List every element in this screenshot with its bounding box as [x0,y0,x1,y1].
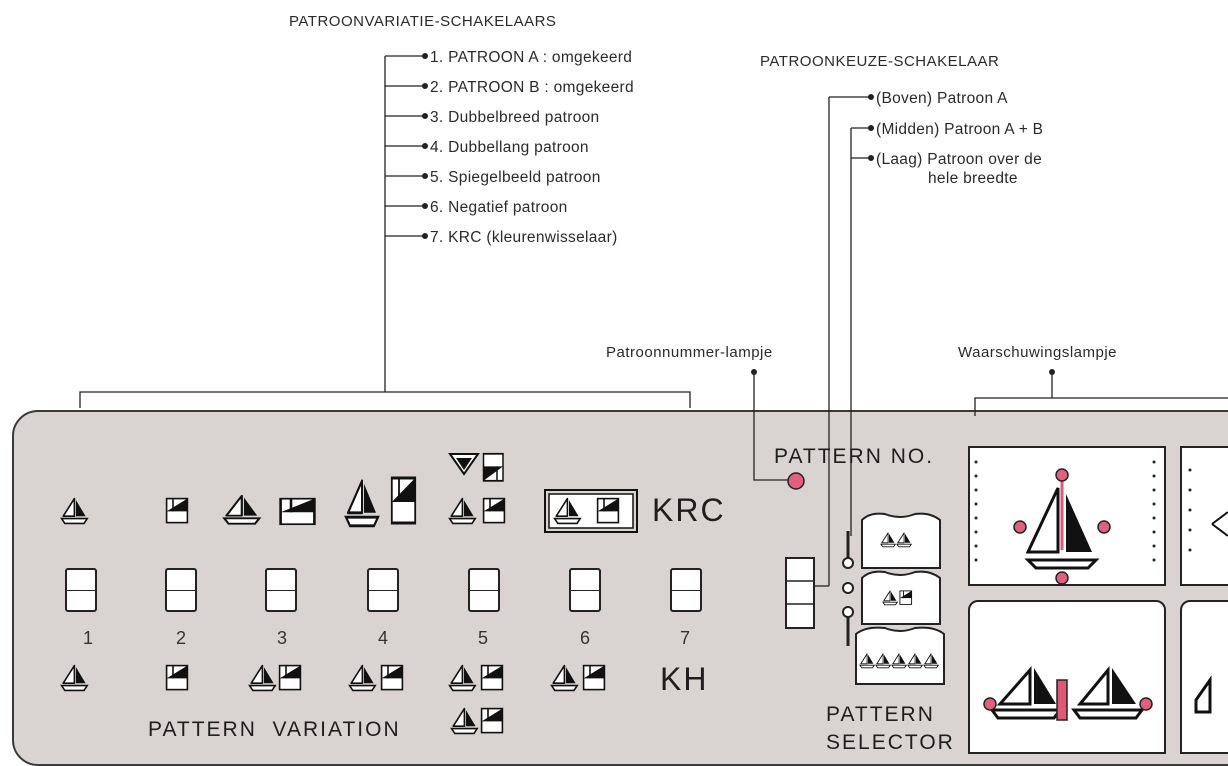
pattern-selector-switch [786,558,814,628]
pattern-lamp-leader [754,372,790,480]
warning-lamp-leader [975,372,1228,416]
variation-leader-lines [80,56,690,408]
display-window-content-bottom [984,668,1210,720]
pattern-number-lamp [788,473,804,489]
krc-row-icons [62,454,637,532]
selector-leader-lines [814,97,870,586]
kh-row-icons [62,666,605,734]
display-window-content-top [975,461,1228,585]
